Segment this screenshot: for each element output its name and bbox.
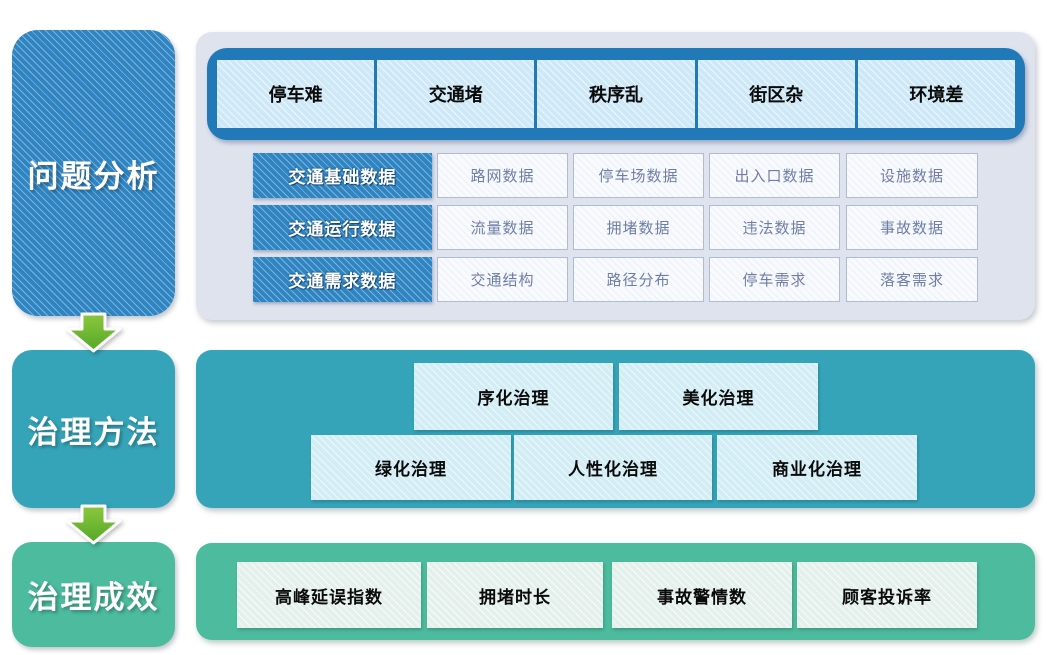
- outcome-label: 高峰延误指数: [275, 587, 383, 607]
- problem-label: 秩序乱: [589, 85, 643, 105]
- down-arrow-icon: [65, 504, 122, 545]
- data-cell: 流量数据: [437, 205, 568, 250]
- stage-governance-methods: 治理方法: [12, 350, 175, 508]
- problems-band: 停车难 交通堵 秩序乱 街区杂 环境差: [207, 48, 1025, 140]
- data-cell: 违法数据: [709, 205, 840, 250]
- problem-item-congestion: 交通堵: [377, 60, 535, 128]
- data-cell-label: 路径分布: [606, 272, 671, 289]
- outcome-item-congestion-duration: 拥堵时长: [427, 562, 603, 628]
- stage-problem-analysis: 问题分析: [12, 30, 175, 316]
- data-cell-label: 违法数据: [742, 220, 807, 237]
- method-item-greening: 绿化治理: [311, 435, 511, 500]
- method-item-beautify: 美化治理: [619, 363, 818, 430]
- data-cell: 落客需求: [846, 257, 978, 302]
- data-cell-label: 事故数据: [879, 220, 944, 237]
- problem-item-parking: 停车难: [217, 60, 375, 128]
- data-cell-label: 停车场数据: [598, 168, 679, 185]
- data-row-header-basic: 交通基础数据: [253, 153, 432, 198]
- data-row-header-demand: 交通需求数据: [253, 257, 432, 302]
- problem-label: 停车难: [268, 85, 323, 105]
- data-cell-label: 出入口数据: [734, 168, 815, 185]
- data-cell-label: 路网数据: [470, 168, 535, 185]
- problem-label: 交通堵: [428, 85, 483, 105]
- governance-results-panel: 高峰延误指数 拥堵时长 事故警情数 顾客投诉率: [196, 543, 1035, 640]
- outcome-label: 顾客投诉率: [842, 587, 932, 607]
- data-cell-label: 设施数据: [879, 168, 944, 185]
- method-label: 序化治理: [477, 389, 550, 408]
- data-cell-label: 停车需求: [742, 272, 807, 289]
- data-cell: 停车需求: [709, 257, 840, 302]
- method-label: 绿化治理: [375, 460, 447, 479]
- stage-governance-results-label: 治理成效: [27, 580, 160, 615]
- data-cell: 拥堵数据: [573, 205, 704, 250]
- data-cell-label: 交通结构: [470, 272, 535, 289]
- stage-problem-analysis-label: 问题分析: [27, 158, 160, 194]
- method-item-ordering: 序化治理: [414, 363, 613, 430]
- problem-item-environment: 环境差: [857, 60, 1016, 128]
- outcome-item-complaint-rate: 顾客投诉率: [797, 562, 977, 628]
- outcome-label: 事故警情数: [657, 587, 747, 607]
- data-cell: 设施数据: [846, 153, 978, 198]
- stage-governance-methods-label: 治理方法: [27, 414, 160, 450]
- data-row-header-label: 交通需求数据: [288, 272, 397, 291]
- data-cell: 路网数据: [437, 153, 568, 198]
- method-item-commercialize: 商业化治理: [717, 435, 917, 500]
- data-cell-label: 流量数据: [470, 220, 535, 237]
- data-cell: 出入口数据: [709, 153, 840, 198]
- problem-item-messy-blocks: 街区杂: [697, 60, 855, 128]
- problem-item-disorder: 秩序乱: [537, 60, 695, 128]
- problem-label: 环境差: [909, 85, 964, 105]
- data-cell: 事故数据: [846, 205, 978, 250]
- problem-analysis-panel: 停车难 交通堵 秩序乱 街区杂 环境差 交通基础数据 路网数据 停车场数据: [196, 32, 1035, 320]
- data-row-header-label: 交通基础数据: [288, 168, 397, 187]
- method-item-humanize: 人性化治理: [514, 435, 712, 500]
- outcome-label: 拥堵时长: [479, 587, 551, 607]
- data-row-header-operation: 交通运行数据: [253, 205, 432, 250]
- method-label: 美化治理: [682, 389, 755, 408]
- problem-label: 街区杂: [749, 85, 804, 105]
- outcome-item-delay-index: 高峰延误指数: [237, 562, 421, 628]
- stage-governance-results: 治理成效: [12, 542, 175, 647]
- data-row-header-label: 交通运行数据: [288, 220, 397, 239]
- data-cell-label: 落客需求: [879, 272, 944, 289]
- method-label: 商业化治理: [772, 460, 862, 479]
- data-cell-label: 拥堵数据: [606, 220, 671, 237]
- data-cell: 停车场数据: [573, 153, 704, 198]
- method-label: 人性化治理: [568, 460, 658, 479]
- down-arrow-icon: [65, 312, 122, 353]
- outcome-item-accident-alerts: 事故警情数: [612, 562, 792, 628]
- data-cell: 路径分布: [573, 257, 704, 302]
- data-cell: 交通结构: [437, 257, 568, 302]
- governance-methods-panel: 序化治理 美化治理 绿化治理 人性化治理 商业化治理: [196, 350, 1035, 508]
